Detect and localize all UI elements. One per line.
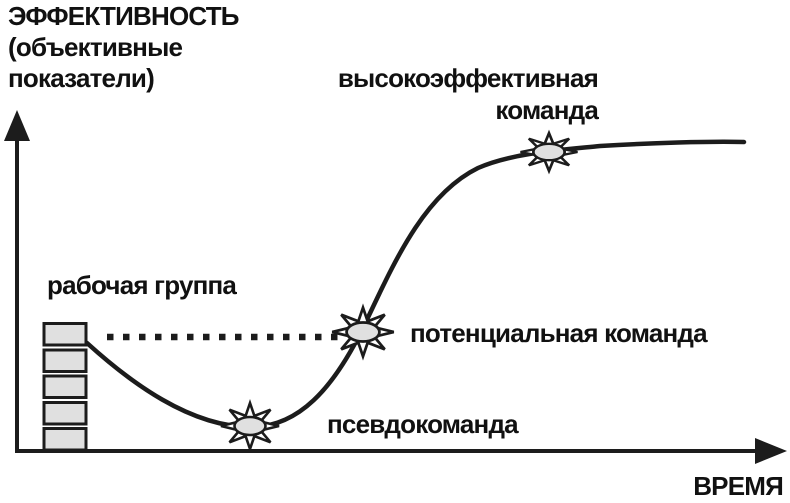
working-group-block — [42, 374, 88, 399]
y-axis — [4, 110, 30, 453]
high-performance-team-label: высокоэффективная команда — [337, 62, 599, 126]
pseudo-team-label: псевдокоманда — [327, 409, 519, 439]
x-axis — [15, 438, 787, 464]
y-axis-arrow-icon — [4, 110, 30, 141]
working-group-block — [42, 427, 88, 452]
x-axis-label: ВРЕМЯ — [693, 471, 784, 501]
y-axis-title: ЭФФЕКТИВНОСТЬ (объективные показатели) — [8, 1, 240, 94]
high-performance-team-label-line1: высокоэффективная — [337, 63, 599, 93]
high-performance-team-star-icon — [520, 129, 578, 175]
y-axis-title-line2: (объективные — [8, 32, 183, 62]
working-group-block — [42, 322, 88, 347]
working-group-blocks — [42, 322, 88, 452]
y-axis-title-line3: показатели) — [8, 63, 155, 93]
working-group-block — [42, 348, 88, 373]
high-performance-team-label-line2: команда — [495, 95, 598, 125]
working-group-block — [42, 401, 88, 426]
x-axis-arrow-icon — [755, 438, 787, 464]
working-group-label: рабочая группа — [47, 270, 237, 300]
pseudo-team-star-icon — [220, 398, 280, 454]
performance-curve — [84, 139, 747, 430]
y-axis-title-line1: ЭФФЕКТИВНОСТЬ — [8, 1, 240, 31]
potential-team-label: потенциальная команда — [410, 318, 708, 348]
potential-team-star-icon — [331, 303, 395, 361]
